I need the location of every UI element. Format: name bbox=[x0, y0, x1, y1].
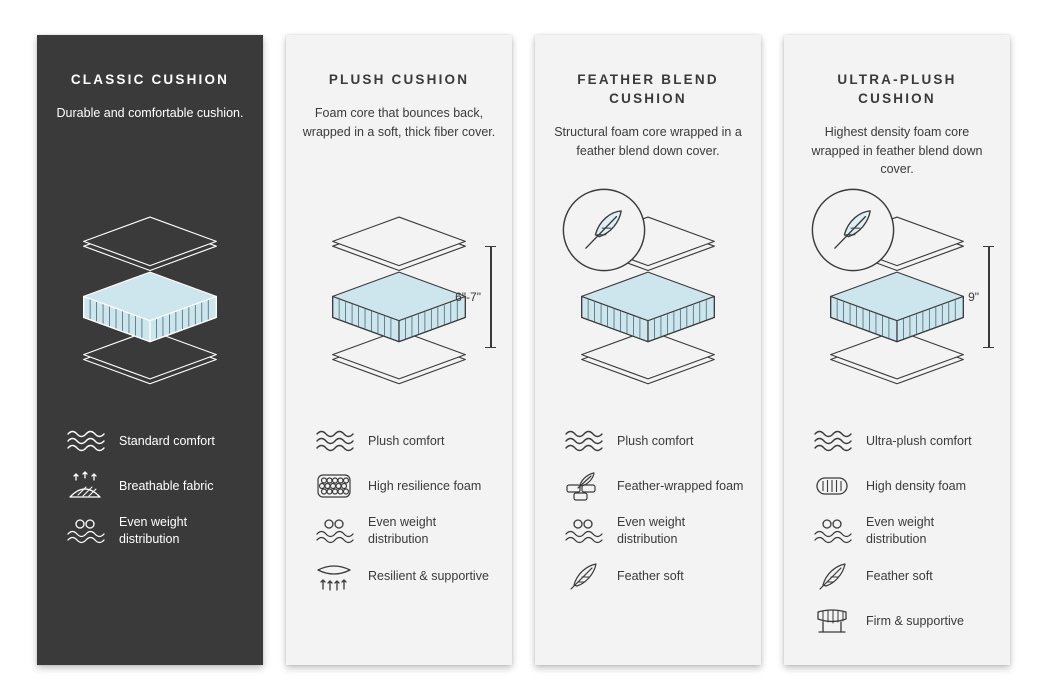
feature-label: Feather soft bbox=[866, 568, 933, 583]
weight-distribution-icon bbox=[812, 516, 852, 546]
feature-list: Standard comfort Breathable fabric Even … bbox=[53, 421, 247, 556]
feature-label: Firm & supportive bbox=[866, 613, 964, 628]
dimension-line bbox=[485, 246, 496, 348]
springs-icon bbox=[314, 561, 354, 591]
breathable-icon bbox=[65, 471, 105, 501]
feature-list: Plush comfort High resilience foam Even … bbox=[302, 421, 496, 601]
feature-label: Even weight distribution bbox=[866, 515, 935, 546]
card-description: Structural foam core wrapped in a feathe… bbox=[554, 124, 742, 158]
feature-label: Plush comfort bbox=[368, 433, 445, 448]
card-description: Highest density foam core wrapped in fea… bbox=[811, 124, 983, 177]
firm-icon bbox=[812, 606, 852, 636]
feature-item: Even weight distribution bbox=[314, 511, 496, 551]
height-dimension: 6"-7" bbox=[455, 246, 496, 348]
feather-badge-icon bbox=[561, 187, 647, 273]
card-header: ULTRA-PLUSH CUSHION Highest density foam… bbox=[800, 71, 994, 183]
feature-list: Ultra-plush comfort High density foam Ev… bbox=[800, 421, 994, 646]
cushion-illustration: 6"-7" bbox=[302, 191, 496, 409]
card-title: CLASSIC CUSHION bbox=[70, 72, 230, 87]
feather-badge-icon bbox=[810, 187, 896, 273]
feature-item: Even weight distribution bbox=[563, 511, 745, 551]
feature-label: High density foam bbox=[866, 478, 967, 493]
feature-item: Plush comfort bbox=[563, 421, 745, 461]
feature-item: Even weight distribution bbox=[65, 511, 247, 551]
feature-label: Breathable fabric bbox=[119, 478, 214, 493]
foam-cells-icon bbox=[314, 471, 354, 501]
card-title: PLUSH CUSHION bbox=[328, 72, 470, 87]
card-header: CLASSIC CUSHION Durable and comfortable … bbox=[53, 71, 247, 183]
dimension-label: 9" bbox=[968, 290, 979, 304]
card-ultra-plush-cushion: ULTRA-PLUSH CUSHION Highest density foam… bbox=[784, 35, 1010, 665]
waves-icon bbox=[563, 426, 603, 456]
dimension-line bbox=[983, 246, 994, 348]
cushion-illustration bbox=[551, 191, 745, 409]
feature-label: Even weight distribution bbox=[617, 515, 686, 546]
waves-icon bbox=[812, 426, 852, 456]
card-classic-cushion: CLASSIC CUSHION Durable and comfortable … bbox=[37, 35, 263, 665]
card-plush-cushion: PLUSH CUSHION Foam core that bounces bac… bbox=[286, 35, 512, 665]
feather-wrapped-foam-icon bbox=[563, 471, 603, 501]
feature-label: Even weight distribution bbox=[368, 515, 437, 546]
feature-label: Ultra-plush comfort bbox=[866, 433, 972, 448]
cushion-illustration: 9" bbox=[800, 191, 994, 409]
feature-label: Feather soft bbox=[617, 568, 684, 583]
feature-item: High resilience foam bbox=[314, 466, 496, 506]
card-feather-blend-cushion: FEATHER BLEND CUSHION Structural foam co… bbox=[535, 35, 761, 665]
waves-icon bbox=[314, 426, 354, 456]
feature-label: Even weight distribution bbox=[119, 515, 188, 546]
feature-item: Feather soft bbox=[563, 556, 745, 596]
feature-label: Resilient & supportive bbox=[368, 568, 489, 583]
card-header: FEATHER BLEND CUSHION Structural foam co… bbox=[551, 71, 745, 183]
feature-label: Standard comfort bbox=[119, 433, 215, 448]
feature-item: Plush comfort bbox=[314, 421, 496, 461]
feature-item: Even weight distribution bbox=[812, 511, 994, 551]
card-title: ULTRA-PLUSH CUSHION bbox=[837, 72, 957, 106]
feature-item: Firm & supportive bbox=[812, 601, 994, 641]
feather-icon bbox=[563, 561, 603, 591]
feature-list: Plush comfort Feather-wrapped foam Even … bbox=[551, 421, 745, 601]
feature-item: Standard comfort bbox=[65, 421, 247, 461]
density-foam-icon bbox=[812, 471, 852, 501]
weight-distribution-icon bbox=[314, 516, 354, 546]
card-header: PLUSH CUSHION Foam core that bounces bac… bbox=[302, 71, 496, 183]
feature-item: Feather-wrapped foam bbox=[563, 466, 745, 506]
feature-item: Feather soft bbox=[812, 556, 994, 596]
feature-label: Plush comfort bbox=[617, 433, 694, 448]
feature-label: High resilience foam bbox=[368, 478, 482, 493]
feature-item: Ultra-plush comfort bbox=[812, 421, 994, 461]
height-dimension: 9" bbox=[968, 246, 994, 348]
waves-icon bbox=[65, 426, 105, 456]
feature-label: Feather-wrapped foam bbox=[617, 478, 744, 493]
cushion-illustration bbox=[53, 191, 247, 409]
cushion-layers-diagram bbox=[61, 209, 239, 392]
weight-distribution-icon bbox=[563, 516, 603, 546]
feature-item: Resilient & supportive bbox=[314, 556, 496, 596]
feature-item: Breathable fabric bbox=[65, 466, 247, 506]
card-description: Durable and comfortable cushion. bbox=[56, 105, 244, 120]
feather-icon bbox=[812, 561, 852, 591]
card-title: FEATHER BLEND CUSHION bbox=[577, 72, 719, 106]
weight-distribution-icon bbox=[65, 516, 105, 546]
feature-item: High density foam bbox=[812, 466, 994, 506]
dimension-label: 6"-7" bbox=[455, 290, 481, 304]
card-description: Foam core that bounces back, wrapped in … bbox=[302, 105, 496, 139]
